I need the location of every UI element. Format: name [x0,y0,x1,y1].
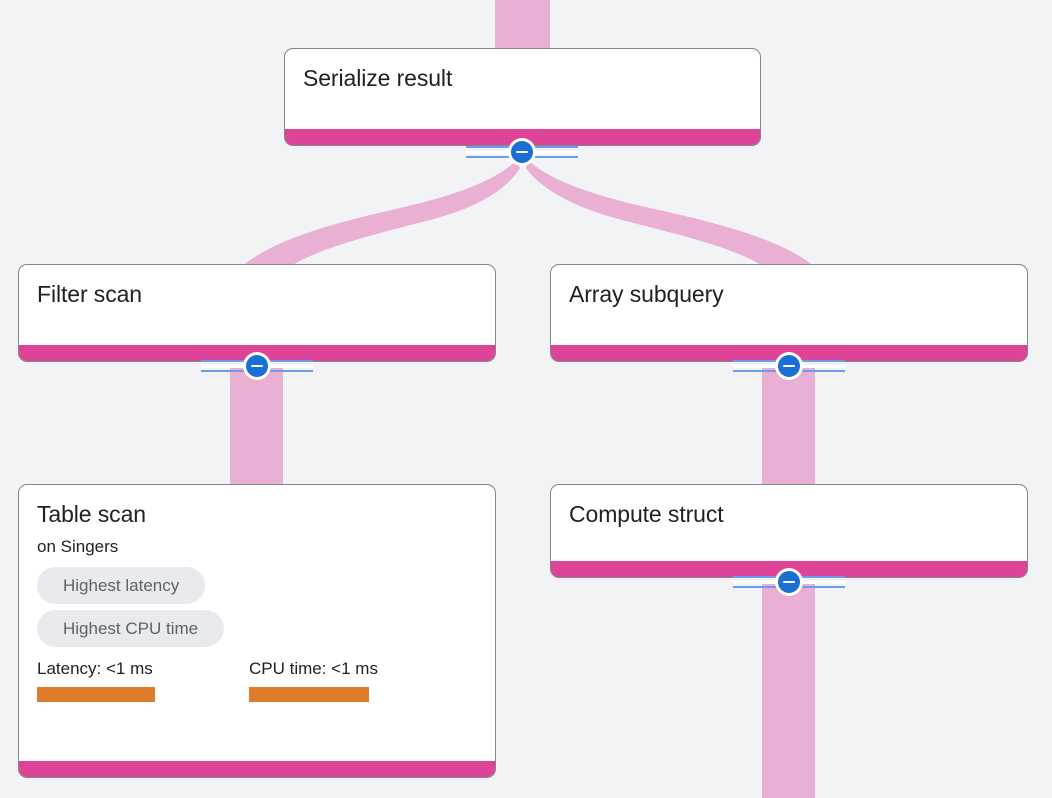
badge-list: Highest latency Highest CPU time [37,566,477,647]
toggle-array-subquery[interactable] [733,352,845,380]
toggle-compute-struct[interactable] [733,568,845,596]
node-body: Array subquery [551,265,1027,345]
node-filter-scan[interactable]: Filter scan [18,264,496,362]
edge-filter-scan-to-table-scan [230,366,283,488]
node-body: Compute struct [551,485,1027,561]
node-accent-bar [285,129,760,145]
toggle-filter-scan[interactable] [201,352,313,380]
node-title: Table scan [37,501,146,527]
metric-label: Latency: <1 ms [37,658,153,678]
node-compute-struct[interactable]: Compute struct [550,484,1028,578]
edge-compute-struct-outgoing [762,582,815,798]
metric-bar-track [37,686,249,702]
minus-icon[interactable] [243,352,271,380]
node-title: Array subquery [569,281,724,307]
edge-incoming-serialize-result [495,0,550,50]
minus-icon[interactable] [508,138,536,166]
metric-cpu-time: CPU time: <1 ms [249,659,461,702]
node-title: Serialize result [303,65,453,91]
node-subtitle: on Singers [37,537,119,557]
node-array-subquery[interactable]: Array subquery [550,264,1028,362]
toggle-serialize-result[interactable] [466,138,578,166]
badge-highest-latency[interactable]: Highest latency [37,566,206,604]
node-table-scan[interactable]: Table scan on Singers Highest latency Hi… [18,484,496,778]
metrics-row: Latency: <1 ms CPU time: <1 ms [37,659,477,702]
edge-serialize-to-array-subquery [526,160,816,268]
node-body: Filter scan [19,265,495,345]
node-serialize-result[interactable]: Serialize result [284,48,761,146]
node-body: Serialize result [285,49,760,129]
badge-highest-cpu-time[interactable]: Highest CPU time [37,609,225,647]
minus-icon[interactable] [775,568,803,596]
edge-serialize-to-filter-scan [240,160,520,268]
metric-label: CPU time: <1 ms [249,658,378,678]
metric-bar-track [249,686,461,702]
node-body: Table scan on Singers Highest latency Hi… [19,485,495,761]
metric-bar-fill [249,686,369,702]
node-accent-bar [19,761,495,777]
minus-icon[interactable] [775,352,803,380]
metric-bar-fill [37,686,155,702]
node-title: Filter scan [37,281,142,307]
node-title: Compute struct [569,501,724,527]
metric-latency: Latency: <1 ms [37,659,249,702]
edge-array-subquery-to-compute-struct [762,366,815,488]
